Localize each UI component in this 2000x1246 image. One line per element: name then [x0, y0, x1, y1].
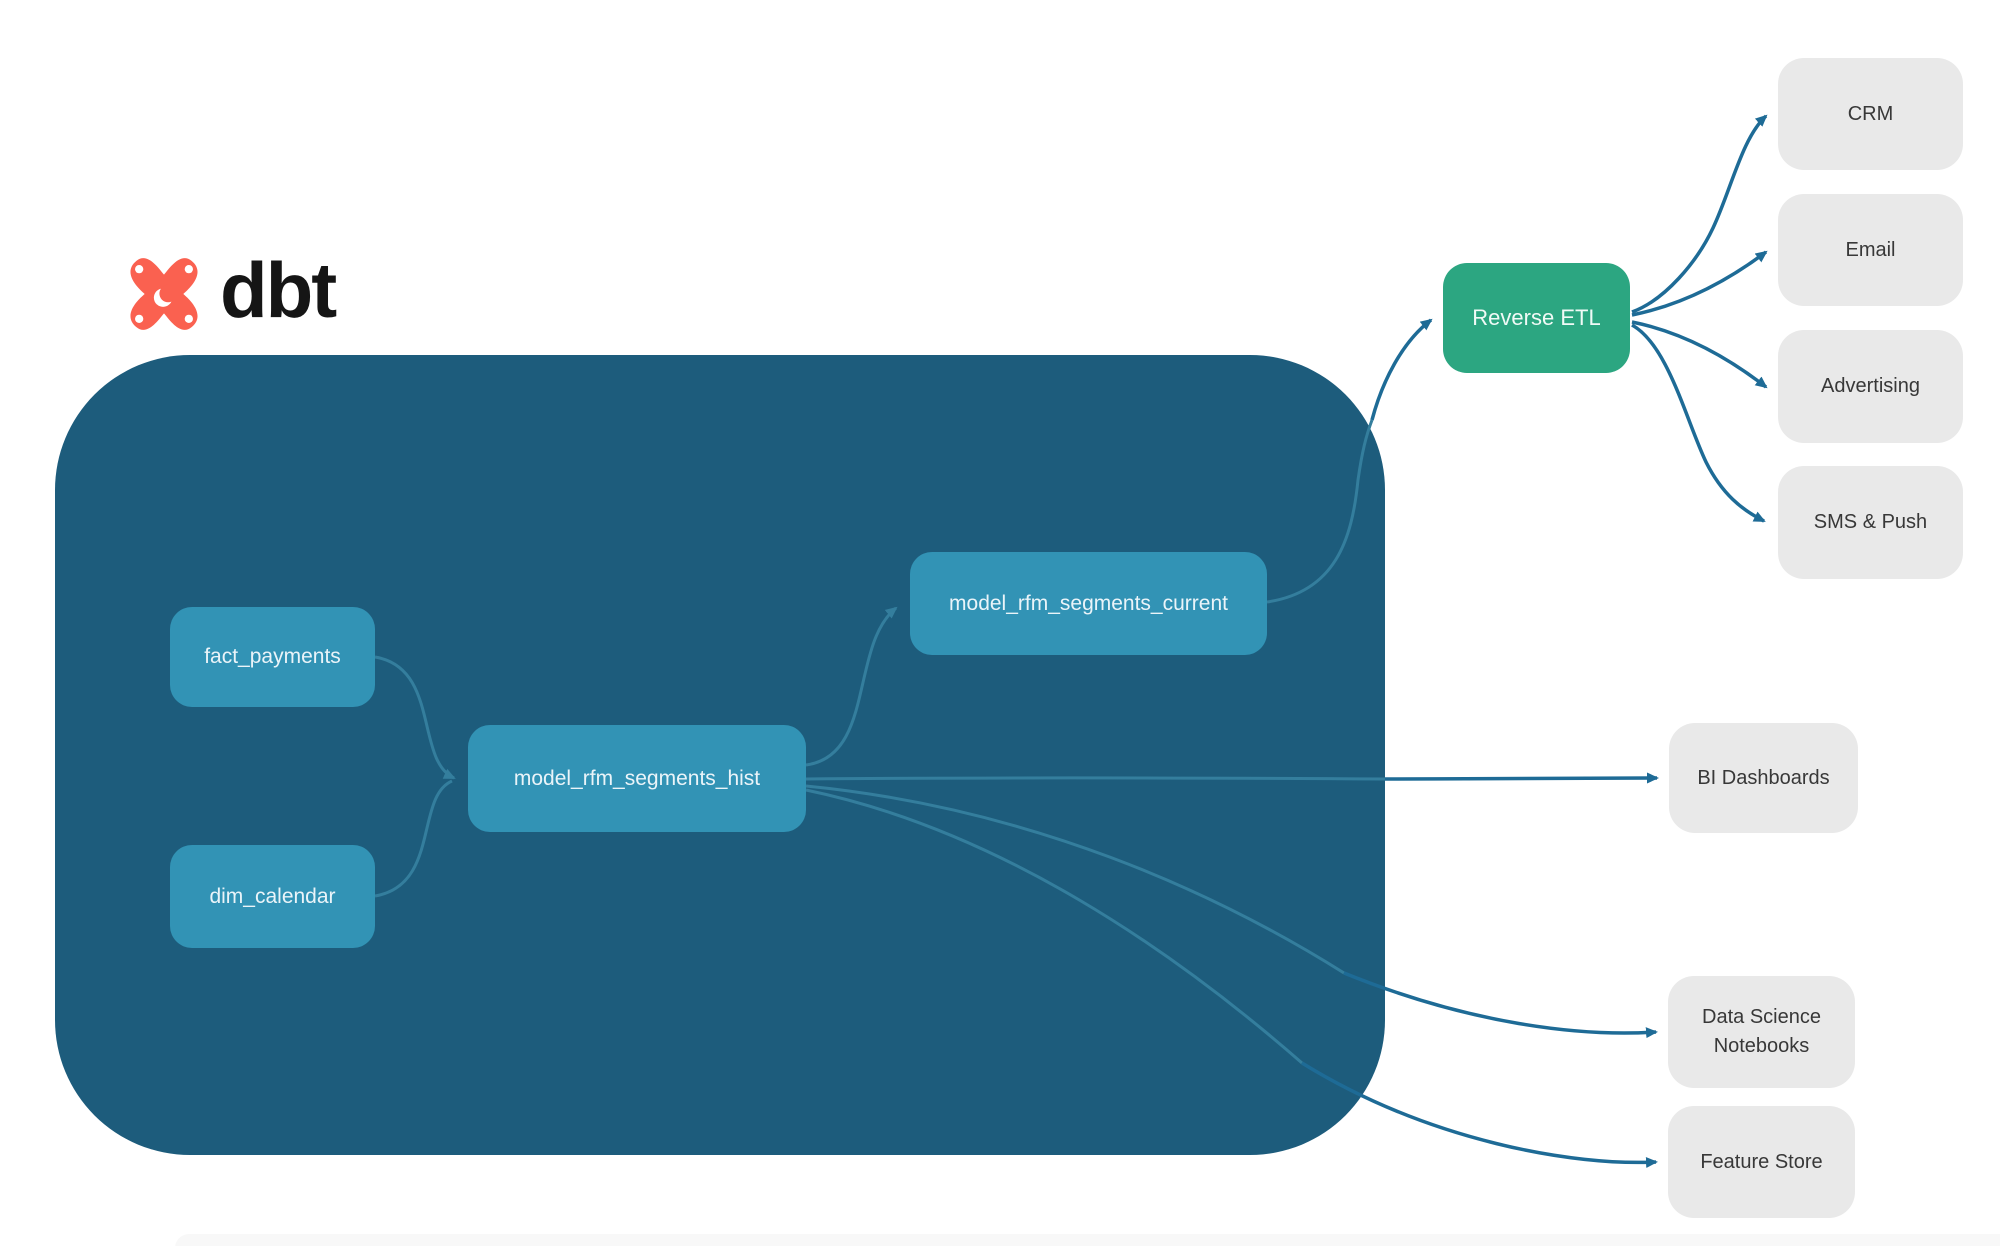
node-label: fact_payments — [204, 645, 341, 668]
edge-retl-to-advertising — [1631, 320, 1768, 389]
edge-hist-to-fs-inside — [805, 788, 1303, 1065]
node-label: SMS & Push — [1813, 511, 1928, 533]
node-dim-calendar: dim_calendar — [170, 845, 375, 948]
node-feature-store: Feature Store — [1668, 1106, 1855, 1218]
edge-fact-to-hist — [374, 655, 456, 780]
edge-retl-to-email — [1631, 250, 1768, 317]
node-label: Reverse ETL — [1472, 305, 1601, 330]
edge-hist-to-current — [805, 606, 898, 767]
node-model-rfm-segments-hist: model_rfm_segments_hist — [468, 725, 806, 832]
edges-inside — [374, 419, 1386, 1065]
brand-wordmark: dbt — [220, 246, 337, 334]
edge-retl-to-crm — [1631, 114, 1768, 314]
dbt-logo-icon — [118, 248, 210, 340]
node-reverse-etl: Reverse ETL — [1443, 263, 1630, 373]
edge-retl-to-sms — [1631, 323, 1766, 523]
node-crm: CRM — [1778, 58, 1963, 170]
dbt-brand: dbt — [118, 246, 337, 340]
node-label: Data Science Notebooks — [1702, 1006, 1821, 1057]
node-label: model_rfm_segments_current — [949, 591, 1228, 615]
node-label: dim_calendar — [209, 884, 336, 908]
edges-outside — [1301, 114, 1768, 1168]
edge-hist-to-ds-inside — [805, 784, 1345, 975]
edge-hist-to-bi-inside — [805, 776, 1386, 781]
node-bi-dashboards: BI Dashboards — [1669, 723, 1858, 833]
node-label: Feature Store — [1700, 1150, 1823, 1173]
node-model-rfm-segments-current: model_rfm_segments_current — [910, 552, 1267, 655]
node-data-science-notebooks: Data Science Notebooks — [1668, 976, 1855, 1088]
node-label: Advertising — [1821, 375, 1920, 397]
node-fact-payments: fact_payments — [170, 607, 375, 707]
node-label: Email — [1845, 238, 1896, 261]
node-label: model_rfm_segments_hist — [513, 766, 761, 790]
edge-hist-to-fs-outside — [1301, 1061, 1658, 1168]
node-advertising: Advertising — [1778, 330, 1963, 443]
node-label: CRM — [1847, 102, 1894, 125]
node-email: Email — [1778, 194, 1963, 306]
edge-dim-to-hist — [374, 779, 453, 898]
bottom-peek-card — [175, 1234, 2000, 1246]
node-label: BI Dashboards — [1697, 766, 1830, 789]
node-sms-push: SMS & Push — [1778, 466, 1963, 579]
edge-current-to-retl-outside — [1370, 318, 1433, 421]
edge-current-to-retl-inside — [1266, 419, 1374, 604]
edge-hist-to-ds-outside — [1343, 971, 1658, 1039]
edge-hist-to-bi-outside — [1384, 772, 1659, 784]
